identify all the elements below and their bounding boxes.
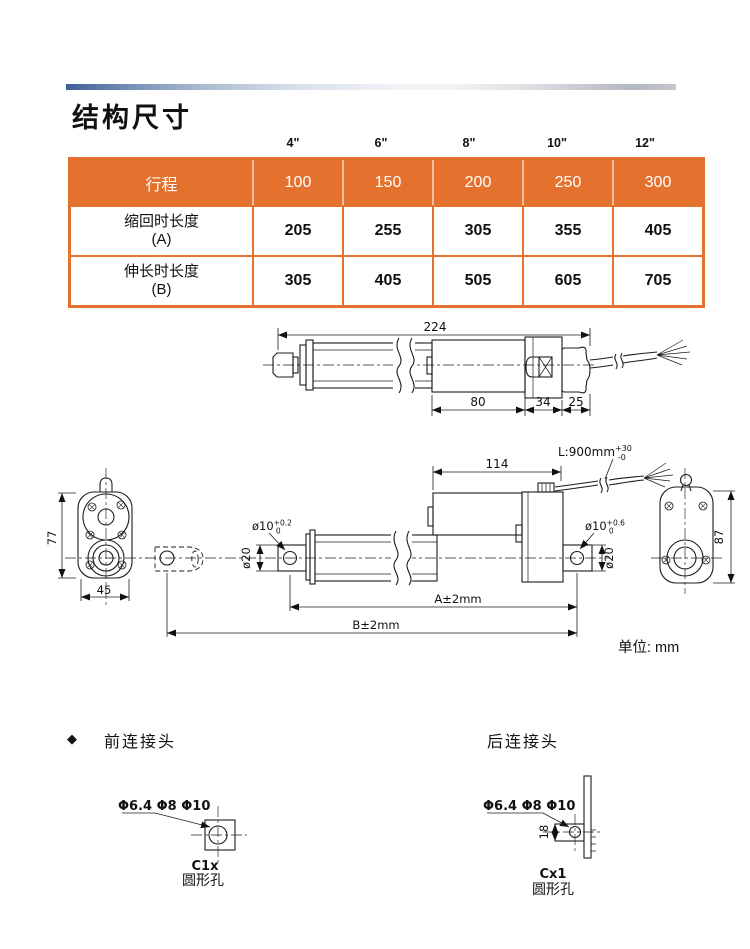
value-cell: 305 [434,205,524,255]
dim-extended-length: B±2mm [352,618,399,632]
round-hole [208,825,228,845]
value-cell: 705 [614,255,702,305]
value-cell: 405 [614,205,702,255]
size-label-10in: 10" [547,136,567,150]
row-label: 缩回时长度 [123,213,199,230]
cable [554,480,599,492]
unit-label: 单位: mm [618,640,680,656]
retracted-length-row: 缩回时长度 (A) 205 255 305 355 405 [71,205,702,255]
page-title: 结构尺寸 [72,103,192,133]
front-hole-options-label: Φ6.4 Φ8 Φ10 [118,799,210,814]
front-clevis-detached [154,546,204,572]
break-symbol [396,337,402,394]
front-connector-title: 前连接头 [104,734,177,751]
stroke-length-table: 行程 100 150 200 250 300 缩回时长度 (A) 205 255… [68,157,705,308]
stroke-value-cell: 200 [434,160,524,205]
extended-length-row: 伸长时长度 (B) 305 405 505 605 705 [71,255,702,305]
front-hole-type-label: 圆形孔 [182,873,224,889]
value-cell: 205 [254,205,344,255]
size-label-6in: 6" [374,136,388,150]
rear-end-view: 87 [651,468,735,594]
rear-hole-options-label: Φ6.4 Φ8 Φ10 [483,799,575,814]
clevis-block [204,819,236,851]
row-label-cell: 伸长时长度 (B) [71,255,254,305]
dim-gearbox-width: 45 [97,583,112,597]
front-connector-code: C1x [192,859,220,874]
row-code: (A) [151,231,172,248]
rear-connector-title: 后连接头 [487,734,560,751]
rear-connector-code: Cx1 [540,867,567,882]
value-cell: 405 [344,255,434,305]
screw-icon [698,501,708,511]
installation-dimension-drawing: 77 45 [45,444,735,637]
dim-gearbox-height: 77 [45,531,59,546]
cable [589,356,614,369]
rear-clevis [562,544,593,572]
front-connector-drawing: Φ6.4 Φ8 Φ10 C1x 圆形孔 [118,799,247,889]
table-header-row: 行程 100 150 200 250 300 [71,160,702,205]
screw-icon [117,530,127,540]
stroke-value-cell: 100 [254,160,344,205]
size-label-12in: 12" [635,136,655,150]
value-cell: 355 [524,205,614,255]
dim-bracket-height: 18 [537,825,551,840]
dim-motor-length: 114 [486,457,509,471]
dim-total-length: 224 [424,320,447,334]
stroke-value-cell: 300 [614,160,702,205]
rear-connector-drawing: Φ6.4 Φ8 Φ10 18 Cx1 圆形孔 [483,775,603,898]
bullet-diamond-icon: ◆ [67,731,77,746]
dim-rear-length: 25 [568,395,583,409]
screw-icon [116,500,126,510]
motor-body [432,492,523,536]
dim-gear-length: 34 [535,395,550,409]
header-divider-rule [66,84,676,90]
wire-ends [656,339,691,366]
cable-leader-line [604,458,614,480]
screw-icon [661,555,671,565]
dimensions: 224 80 34 25 [277,320,591,416]
size-label-8in: 8" [462,136,476,150]
dim-rear-height: 87 [712,530,726,545]
round-hole [568,825,582,839]
rear-mount [561,346,591,394]
row-label: 伸长时长度 [123,263,199,280]
overall-length-drawing: 224 80 34 25 [263,320,691,416]
motor-body [431,339,526,393]
leader-line [487,812,570,828]
front-end-view: 77 45 [45,468,147,608]
value-cell: 605 [524,255,614,305]
gearbox [524,336,563,399]
wire-ends [643,462,674,488]
value-cell: 305 [254,255,344,305]
size-label-4in: 4" [286,136,300,150]
leader-line [122,812,211,829]
front-od-label: ø20 [239,547,253,569]
rear-od-label: ø20 [602,547,616,569]
dim-motor-length: 80 [470,395,485,409]
dim-retracted-length: A±2mm [434,592,481,606]
value-cell: 505 [434,255,524,305]
stroke-value-cell: 250 [524,160,614,205]
screw-icon [117,560,127,570]
screw-icon [664,501,674,511]
actuator-side-view [277,462,674,586]
screw-icon [87,502,97,512]
screw-icon [85,560,95,570]
cable-length-label: L:900mm+30-0 [558,444,632,462]
break-symbol [393,530,399,586]
stroke-header-cell: 行程 [71,160,254,205]
row-label-cell: 缩回时长度 (A) [71,205,254,255]
row-code: (B) [151,281,172,298]
actuator-side-view [272,336,691,399]
value-cell: 255 [344,205,434,255]
rear-hole-type-label: 圆形孔 [532,882,574,898]
screw-icon [85,530,95,540]
stroke-value-cell: 150 [344,160,434,205]
mount-plate [583,775,592,859]
